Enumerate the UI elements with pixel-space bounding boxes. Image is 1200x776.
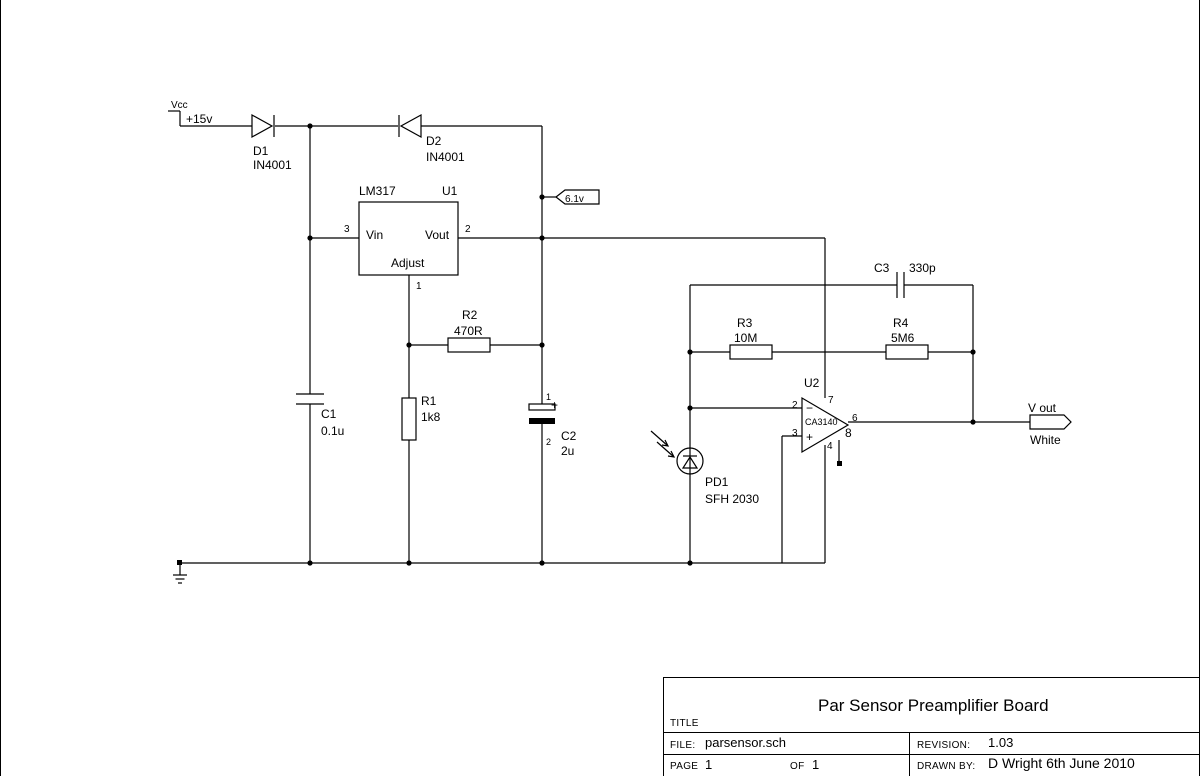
- ground-symbol: [173, 563, 187, 584]
- u1-pin-3-number: 3: [344, 224, 350, 235]
- u1-pin-1-number: 1: [416, 281, 422, 292]
- c2-plus-sign: +: [551, 398, 558, 412]
- junction-dots: [177, 123, 976, 566]
- u1-pin-2-number: 2: [465, 224, 471, 235]
- page-number: 1: [705, 757, 712, 772]
- file-name: parsensor.sch: [705, 735, 786, 750]
- vcc-label: Vcc: [171, 100, 188, 111]
- u2-part: CA3140: [805, 417, 838, 427]
- d1-value: IN4001: [253, 158, 292, 172]
- u2-ref: U2: [804, 376, 820, 390]
- page-total: 1: [812, 757, 819, 772]
- r2-ref: R2: [462, 308, 478, 322]
- title-caption: TITLE: [670, 718, 699, 729]
- r1-ref: R1: [421, 394, 437, 408]
- net-6v1-text: 6.1v: [565, 194, 584, 205]
- c2-pin-1-number: 1: [546, 392, 551, 402]
- resistor-r3: R3 10M: [729, 316, 773, 360]
- d2-value: IN4001: [426, 150, 465, 164]
- c3-value: 330p: [909, 261, 936, 275]
- capacitor-c3: C3 330p: [874, 261, 936, 298]
- r2-value: 470R: [454, 324, 483, 338]
- pd1-ref: PD1: [705, 475, 729, 489]
- r4-ref: R4: [893, 316, 909, 330]
- u1-pin-adjust: Adjust: [391, 256, 425, 270]
- r3-ref: R3: [737, 316, 753, 330]
- c2-pin-2-number: 2: [546, 437, 551, 447]
- regulator-u1: LM317 U1 Vin Vout Adjust 3 2 1: [344, 184, 471, 292]
- title-block: Par Sensor Preamplifier Board TITLE FILE…: [663, 677, 1200, 776]
- vcc-value: +15v: [186, 112, 212, 126]
- c3-ref: C3: [874, 261, 890, 275]
- drawn-by-caption: DRAWN BY:: [917, 761, 975, 772]
- u2-pin-7-number: 7: [828, 395, 834, 406]
- opamp-u2: U2 CA3140 − + 7 2 3 6 8 4: [792, 376, 858, 454]
- u2-pin-3-number: 3: [792, 428, 798, 439]
- r4-value: 5M6: [891, 331, 915, 345]
- diode-d2: D2 IN4001: [398, 113, 465, 164]
- u1-pin-vout: Vout: [425, 228, 450, 242]
- u1-ref: U1: [442, 184, 458, 198]
- c2-ref: C2: [561, 429, 577, 443]
- revision-caption: REVISION:: [917, 740, 970, 751]
- output-wire-color: White: [1030, 433, 1061, 447]
- revision-value: 1.03: [988, 735, 1013, 750]
- wires: [168, 110, 1030, 564]
- output-connector: V out White: [1028, 401, 1072, 447]
- file-caption: FILE:: [670, 740, 695, 751]
- capacitor-c2: 1 + 2 C2 2u: [528, 392, 577, 458]
- u1-pin-vin: Vin: [366, 228, 383, 242]
- drawing-title: Par Sensor Preamplifier Board: [818, 696, 1049, 715]
- u2-pin-6-number: 6: [852, 413, 858, 424]
- d1-ref: D1: [253, 144, 269, 158]
- resistor-r1: R1 1k8: [401, 394, 441, 441]
- u2-pin-8-number: 8: [845, 426, 852, 440]
- pd1-value: SFH 2030: [705, 492, 759, 506]
- diode-d1: D1 IN4001: [251, 113, 292, 172]
- u2-pin-4-number: 4: [827, 441, 833, 452]
- u1-part: LM317: [359, 184, 396, 198]
- net-label-6v1: 6.1v: [555, 189, 600, 205]
- u2-plus-sign: +: [806, 430, 813, 444]
- output-label: V out: [1028, 401, 1057, 415]
- u2-pin-2-number: 2: [792, 400, 798, 411]
- c2-value: 2u: [561, 444, 574, 458]
- photodiode-pd1: PD1 SFH 2030: [650, 430, 759, 506]
- capacitor-c1: C1 0.1u: [296, 393, 344, 438]
- d2-ref: D2: [426, 134, 442, 148]
- vcc-power-symbol: Vcc +15v: [171, 100, 212, 126]
- resistor-r2: R2 470R: [447, 308, 491, 353]
- of-caption: OF: [790, 761, 805, 772]
- c1-value: 0.1u: [321, 424, 344, 438]
- page-caption: PAGE: [670, 761, 698, 772]
- r3-value: 10M: [734, 331, 757, 345]
- resistor-r4: R4 5M6: [885, 316, 929, 360]
- r1-value: 1k8: [421, 410, 441, 424]
- u2-minus-sign: −: [806, 401, 813, 415]
- drawn-by-value: D Wright 6th June 2010: [988, 755, 1135, 771]
- c1-ref: C1: [321, 407, 337, 421]
